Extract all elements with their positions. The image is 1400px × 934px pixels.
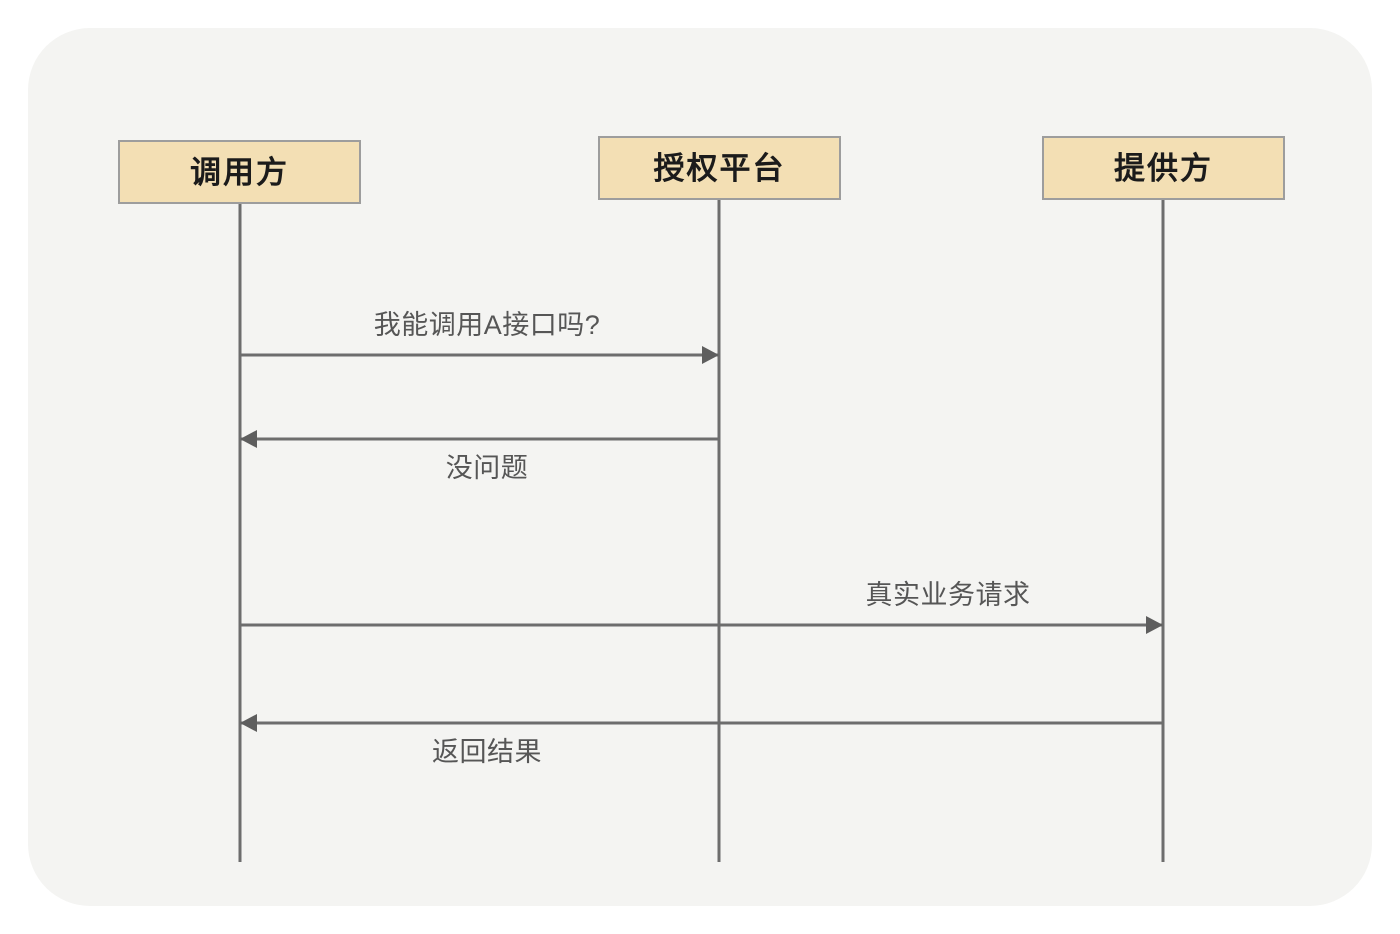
arrowhead-left-icon xyxy=(240,430,257,448)
message-label-2: 没问题 xyxy=(445,453,529,483)
message-label-4: 返回结果 xyxy=(432,737,542,767)
message-line-3 xyxy=(240,623,1163,627)
participant-label-auth-platform: 授权平台 xyxy=(653,150,786,186)
message-line-1 xyxy=(240,353,719,357)
participant-label-caller: 调用方 xyxy=(190,154,289,190)
arrowhead-left-icon xyxy=(240,714,257,732)
participant-label-provider: 提供方 xyxy=(1114,150,1213,186)
arrowhead-right-icon xyxy=(1146,616,1163,634)
message-line-4 xyxy=(240,721,1163,725)
message-label-1: 我能调用A接口吗? xyxy=(373,310,601,340)
message-line-2 xyxy=(240,437,719,441)
lifeline-provider xyxy=(1161,200,1165,862)
lifeline-caller xyxy=(238,204,242,862)
participant-box-caller[interactable]: 调用方 xyxy=(118,140,361,204)
participant-box-provider[interactable]: 提供方 xyxy=(1042,136,1285,200)
lifeline-auth-platform xyxy=(717,200,721,862)
arrowhead-right-icon xyxy=(702,346,719,364)
participant-box-auth-platform[interactable]: 授权平台 xyxy=(598,136,841,200)
message-label-3: 真实业务请求 xyxy=(865,580,1031,610)
